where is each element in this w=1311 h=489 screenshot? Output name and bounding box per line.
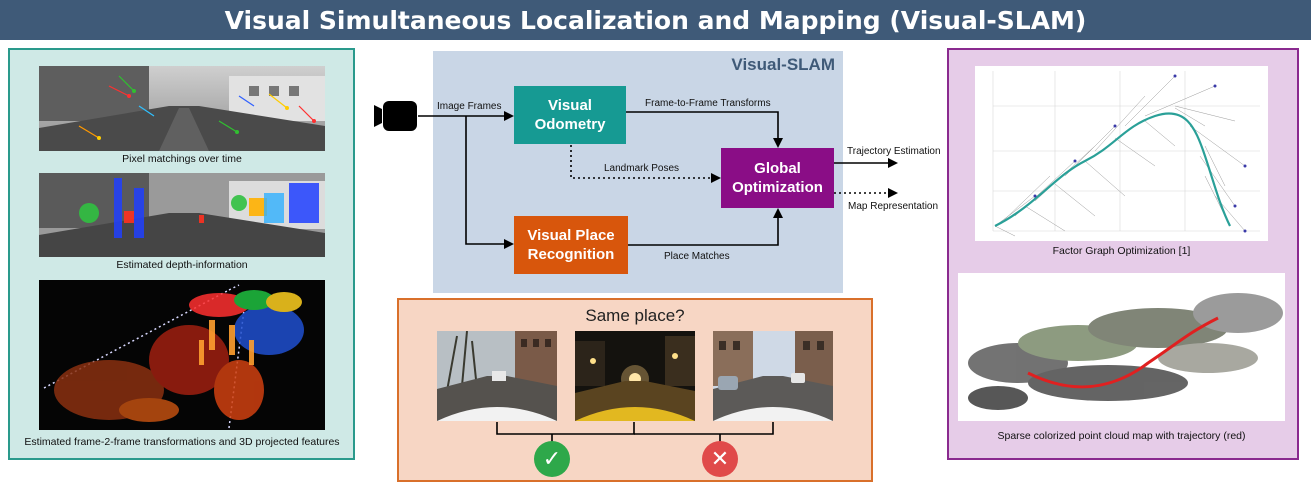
camera-icon bbox=[374, 101, 417, 131]
place-image-night bbox=[575, 331, 695, 421]
frame-to-frame-label: Frame-to-Frame Transforms bbox=[645, 98, 771, 109]
point-cloud-image bbox=[958, 273, 1285, 421]
map-representation-label: Map Representation bbox=[848, 201, 939, 212]
depth-image bbox=[39, 173, 325, 257]
cross-icon: ✕ bbox=[702, 441, 738, 477]
pixel-matching-caption: Pixel matchings over time bbox=[122, 153, 242, 165]
check-icon: ✓ bbox=[534, 441, 570, 477]
global-optimization-line1: Global bbox=[754, 160, 801, 177]
place-matches-label: Place Matches bbox=[664, 251, 730, 262]
transforms-image bbox=[39, 280, 325, 430]
visual-slam-label: Visual-SLAM bbox=[731, 55, 835, 74]
factor-graph-caption: Factor Graph Optimization [1] bbox=[1052, 245, 1191, 257]
image-frames-label: Image Frames bbox=[437, 101, 502, 112]
transforms-caption: Estimated frame-2-frame transformations … bbox=[24, 436, 340, 448]
pixel-matching-image bbox=[39, 66, 325, 151]
global-optimization-line2: Optimization bbox=[732, 179, 823, 196]
place-image-day bbox=[713, 331, 833, 421]
factor-graph-image bbox=[975, 66, 1268, 241]
visual-odometry-line1: Visual bbox=[548, 97, 592, 114]
same-place-title: Same place? bbox=[585, 306, 685, 325]
depth-caption: Estimated depth-information bbox=[116, 259, 248, 271]
visual-place-recognition-line1: Visual Place bbox=[527, 227, 615, 244]
point-cloud-caption: Sparse colorized point cloud map with tr… bbox=[997, 430, 1246, 442]
page-title: Visual Simultaneous Localization and Map… bbox=[224, 5, 1087, 35]
trajectory-estimation-label: Trajectory Estimation bbox=[847, 146, 941, 157]
title-banner: Visual Simultaneous Localization and Map… bbox=[0, 0, 1311, 40]
landmark-poses-label: Landmark Poses bbox=[604, 163, 680, 174]
visual-place-recognition-line2: Recognition bbox=[527, 246, 615, 263]
place-image-query bbox=[437, 331, 557, 421]
visual-odometry-line2: Odometry bbox=[534, 116, 606, 133]
